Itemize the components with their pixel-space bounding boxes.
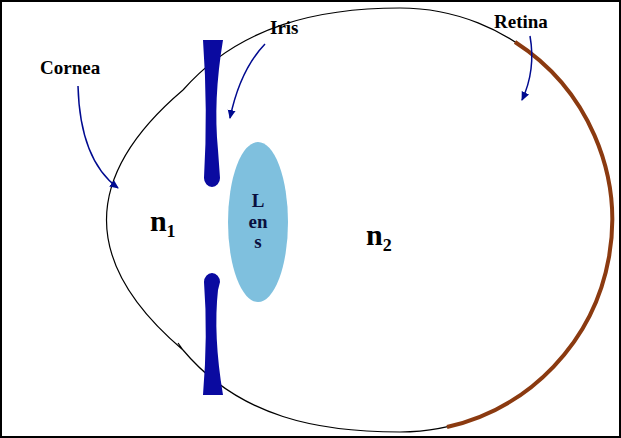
lens-ellipse: Lens (228, 142, 288, 302)
part-label: Cornea (40, 58, 100, 77)
refractive-index: n₁ (150, 206, 176, 236)
iris-leader (230, 44, 265, 118)
iris-upper (203, 40, 223, 187)
part-label: Retina (494, 12, 548, 31)
retina-leader (522, 36, 532, 100)
lens-label: Lens (249, 191, 268, 254)
cornea (107, 90, 184, 350)
retina (447, 42, 612, 427)
sclera (183, 8, 612, 432)
refractive-index: n₂ (366, 220, 392, 250)
cornea-leader (78, 86, 118, 188)
part-label: Iris (270, 18, 299, 37)
iris-lower (203, 273, 223, 395)
